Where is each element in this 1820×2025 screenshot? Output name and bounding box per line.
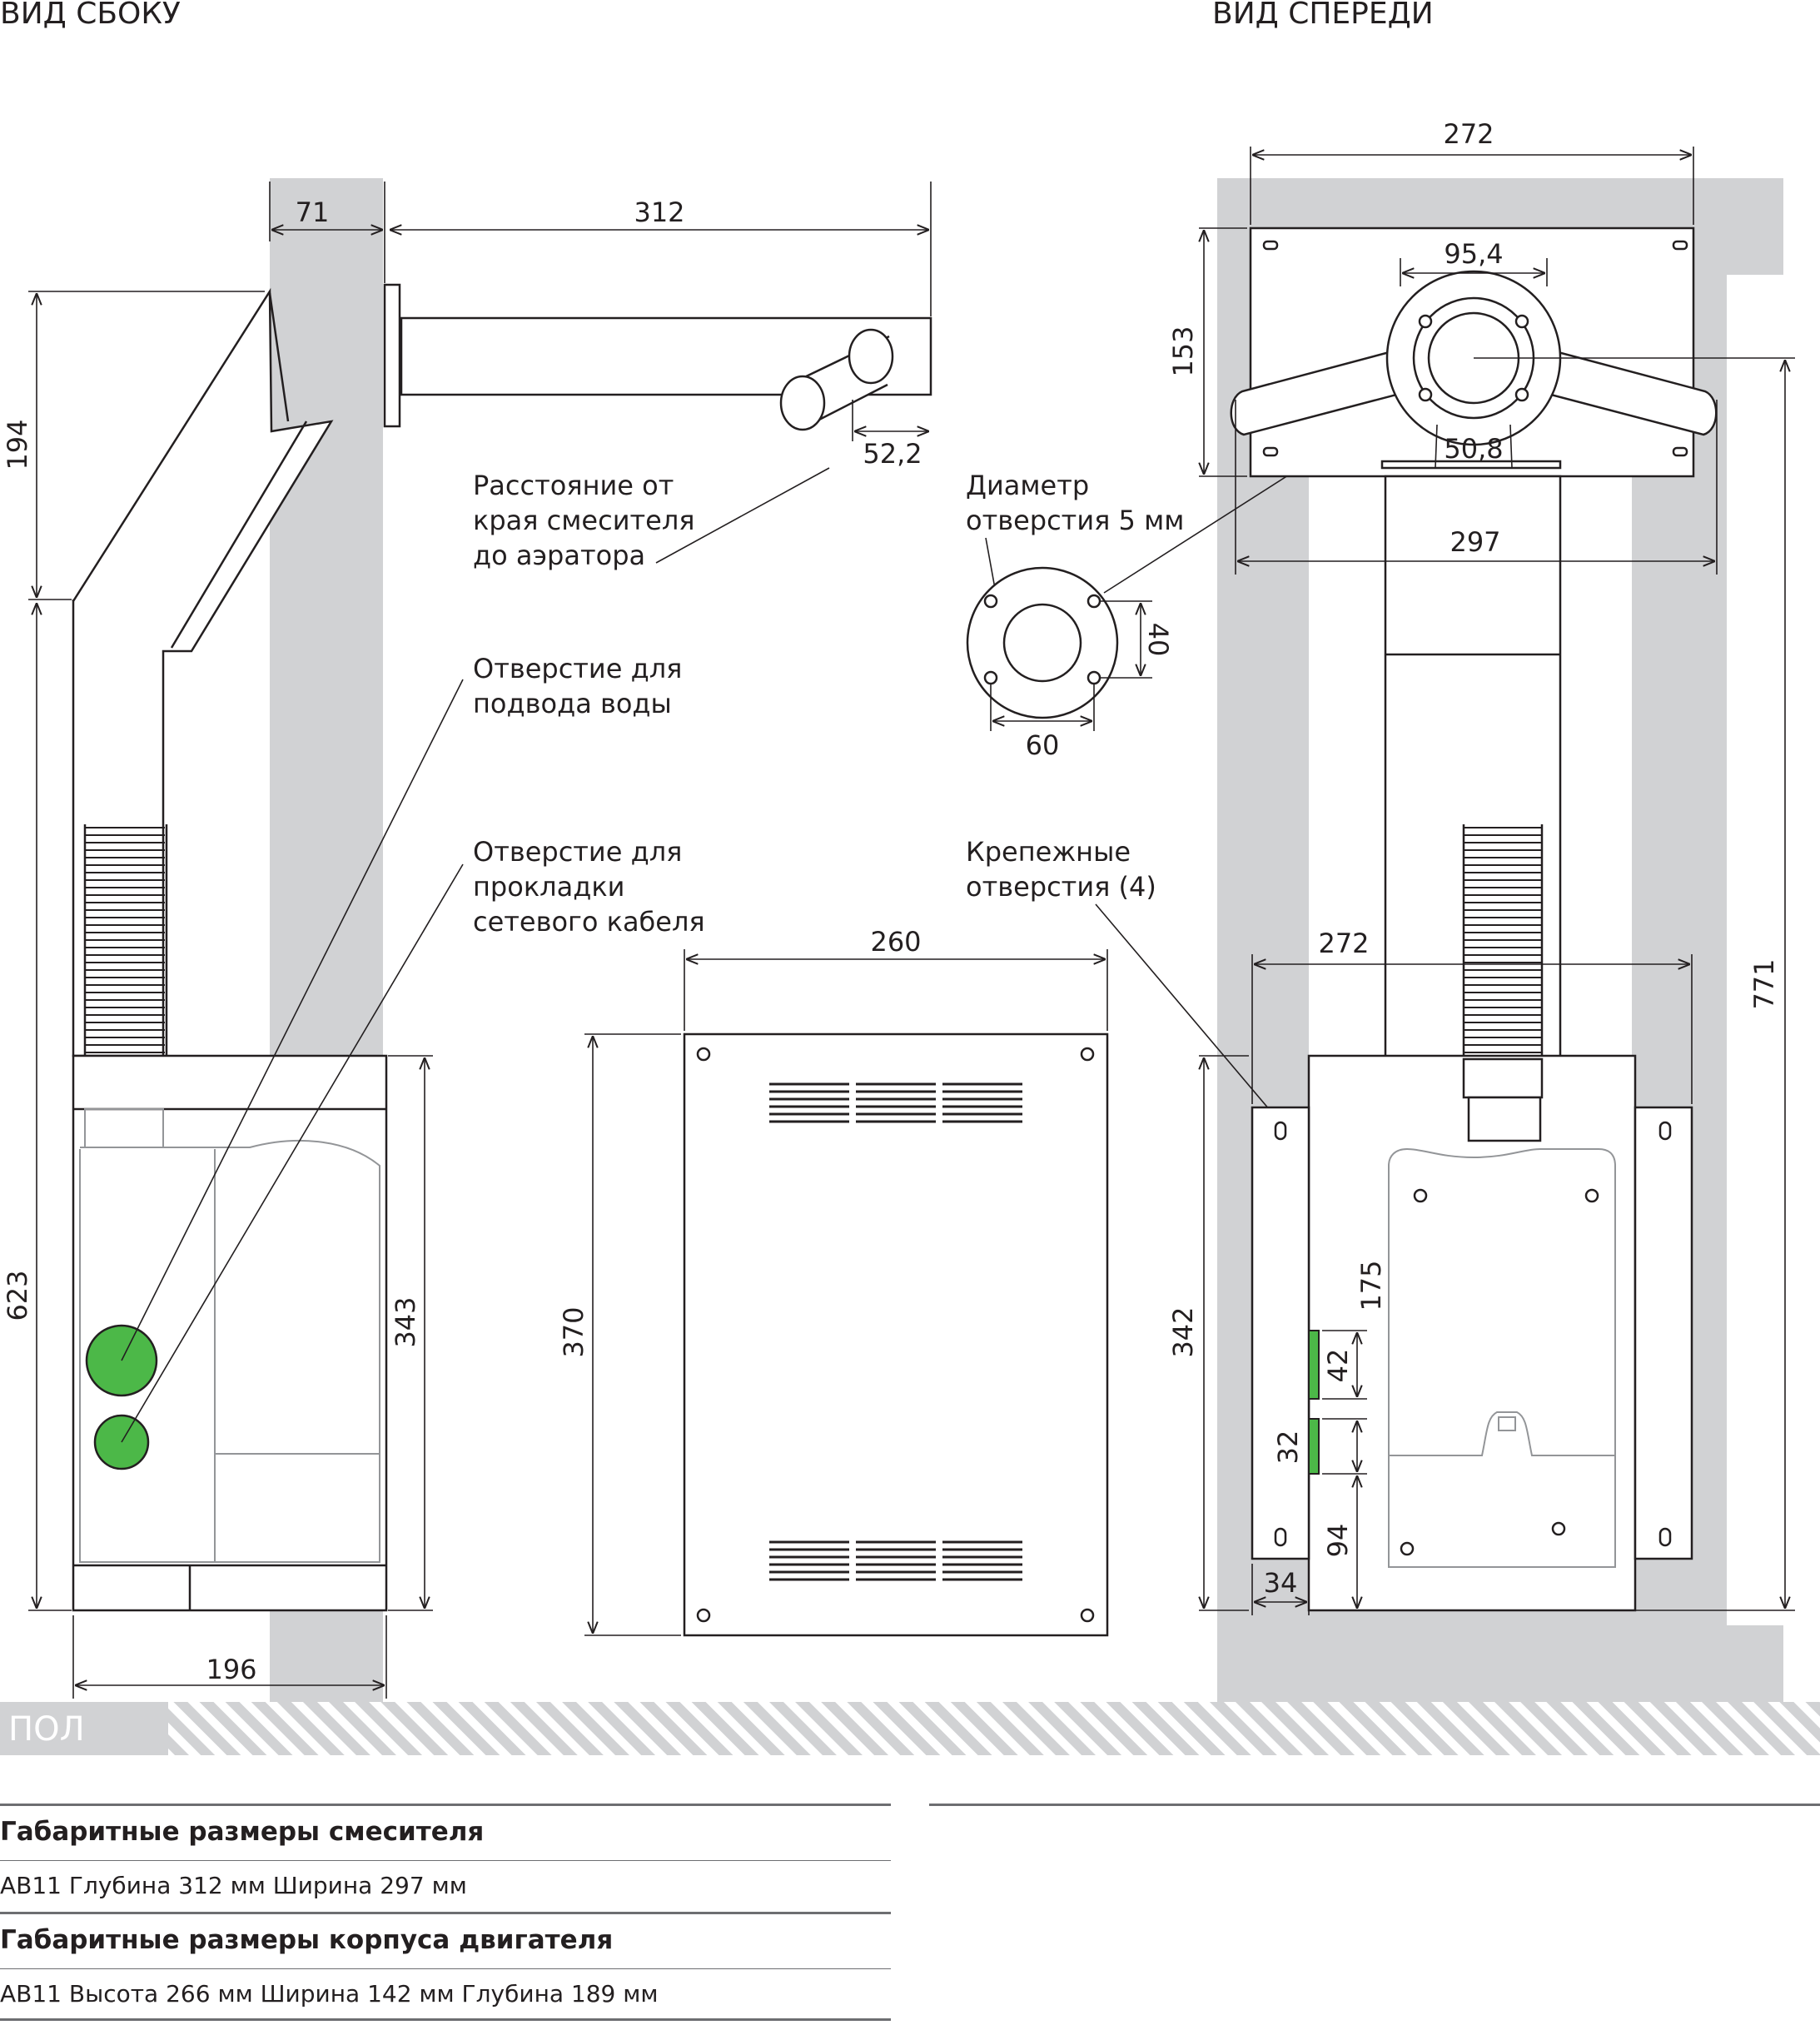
dim-771: 771 xyxy=(1748,958,1780,1009)
flange-detail xyxy=(966,566,1119,719)
dim-52-2: 52,2 xyxy=(863,438,922,470)
dim-175: 175 xyxy=(1355,1260,1387,1311)
motor-cover-panel xyxy=(683,1032,1109,1637)
dim-32: 32 xyxy=(1272,1430,1304,1465)
table-rule xyxy=(0,1912,891,1914)
table-rule xyxy=(0,1804,891,1806)
dim-42: 42 xyxy=(1322,1349,1354,1383)
front-view-dimensions xyxy=(1199,147,1795,1615)
front-cable-hole xyxy=(1308,1418,1320,1475)
motor-dimensions-row: AB11 Высота 266 мм Ширина 142 мм Глубина… xyxy=(0,1980,659,2008)
dim-95-4: 95,4 xyxy=(1444,238,1503,270)
dim-343: 343 xyxy=(390,1296,421,1347)
table-rule xyxy=(929,1804,1820,1806)
dim-196: 196 xyxy=(206,1654,256,1685)
dim-71: 71 xyxy=(296,197,330,228)
dim-312: 312 xyxy=(634,197,684,228)
cable-note: Отверстие для прокладки сетевого кабеля xyxy=(473,836,705,938)
panel-dimensions xyxy=(584,949,1108,1636)
front-view-title: ВИД СПЕРЕДИ xyxy=(1212,0,1434,31)
flange-dimensions xyxy=(990,600,1152,731)
dim-272-bracket: 272 xyxy=(1318,928,1369,959)
aerator-note: Расстояние от края смесителя до аэратора xyxy=(473,470,704,571)
table-rule xyxy=(0,1860,891,1861)
dim-40: 40 xyxy=(1142,623,1174,657)
dim-34: 34 xyxy=(1264,1567,1298,1599)
dim-272-top: 272 xyxy=(1443,118,1494,150)
motor-dimensions-title: Габаритные размеры корпуса двигателя xyxy=(0,1925,614,1955)
table-rule xyxy=(0,2018,891,2021)
mixer-dimensions-title: Габаритные размеры смесителя xyxy=(0,1817,485,1847)
dim-194: 194 xyxy=(2,419,33,470)
vent-slots xyxy=(769,1082,1022,1581)
hole-diameter-note: Диаметр отверстия 5 мм xyxy=(966,470,1184,536)
dim-94: 94 xyxy=(1322,1524,1354,1558)
side-view-dimensions xyxy=(28,182,932,1699)
mounting-holes-note: Крепежные отверстия (4) xyxy=(966,836,1156,903)
dim-297: 297 xyxy=(1450,526,1500,558)
dim-60: 60 xyxy=(1026,729,1060,761)
floor-label: ПОЛ xyxy=(8,1710,85,1749)
front-water-hole xyxy=(1308,1330,1320,1400)
dim-342: 342 xyxy=(1167,1306,1199,1357)
dim-50-8: 50,8 xyxy=(1444,433,1503,465)
floor: ПОЛ xyxy=(0,1702,1820,1755)
dim-623: 623 xyxy=(2,1270,33,1321)
table-rule xyxy=(0,1968,891,1969)
side-view-title: ВИД СБОКУ xyxy=(0,0,181,31)
water-note: Отверстие для подвода воды xyxy=(473,653,691,719)
mixer-dimensions-row: AB11 Глубина 312 мм Ширина 297 мм xyxy=(0,1872,467,1899)
dim-260: 260 xyxy=(870,926,921,958)
dim-153: 153 xyxy=(1167,326,1199,376)
dim-370: 370 xyxy=(558,1306,589,1357)
